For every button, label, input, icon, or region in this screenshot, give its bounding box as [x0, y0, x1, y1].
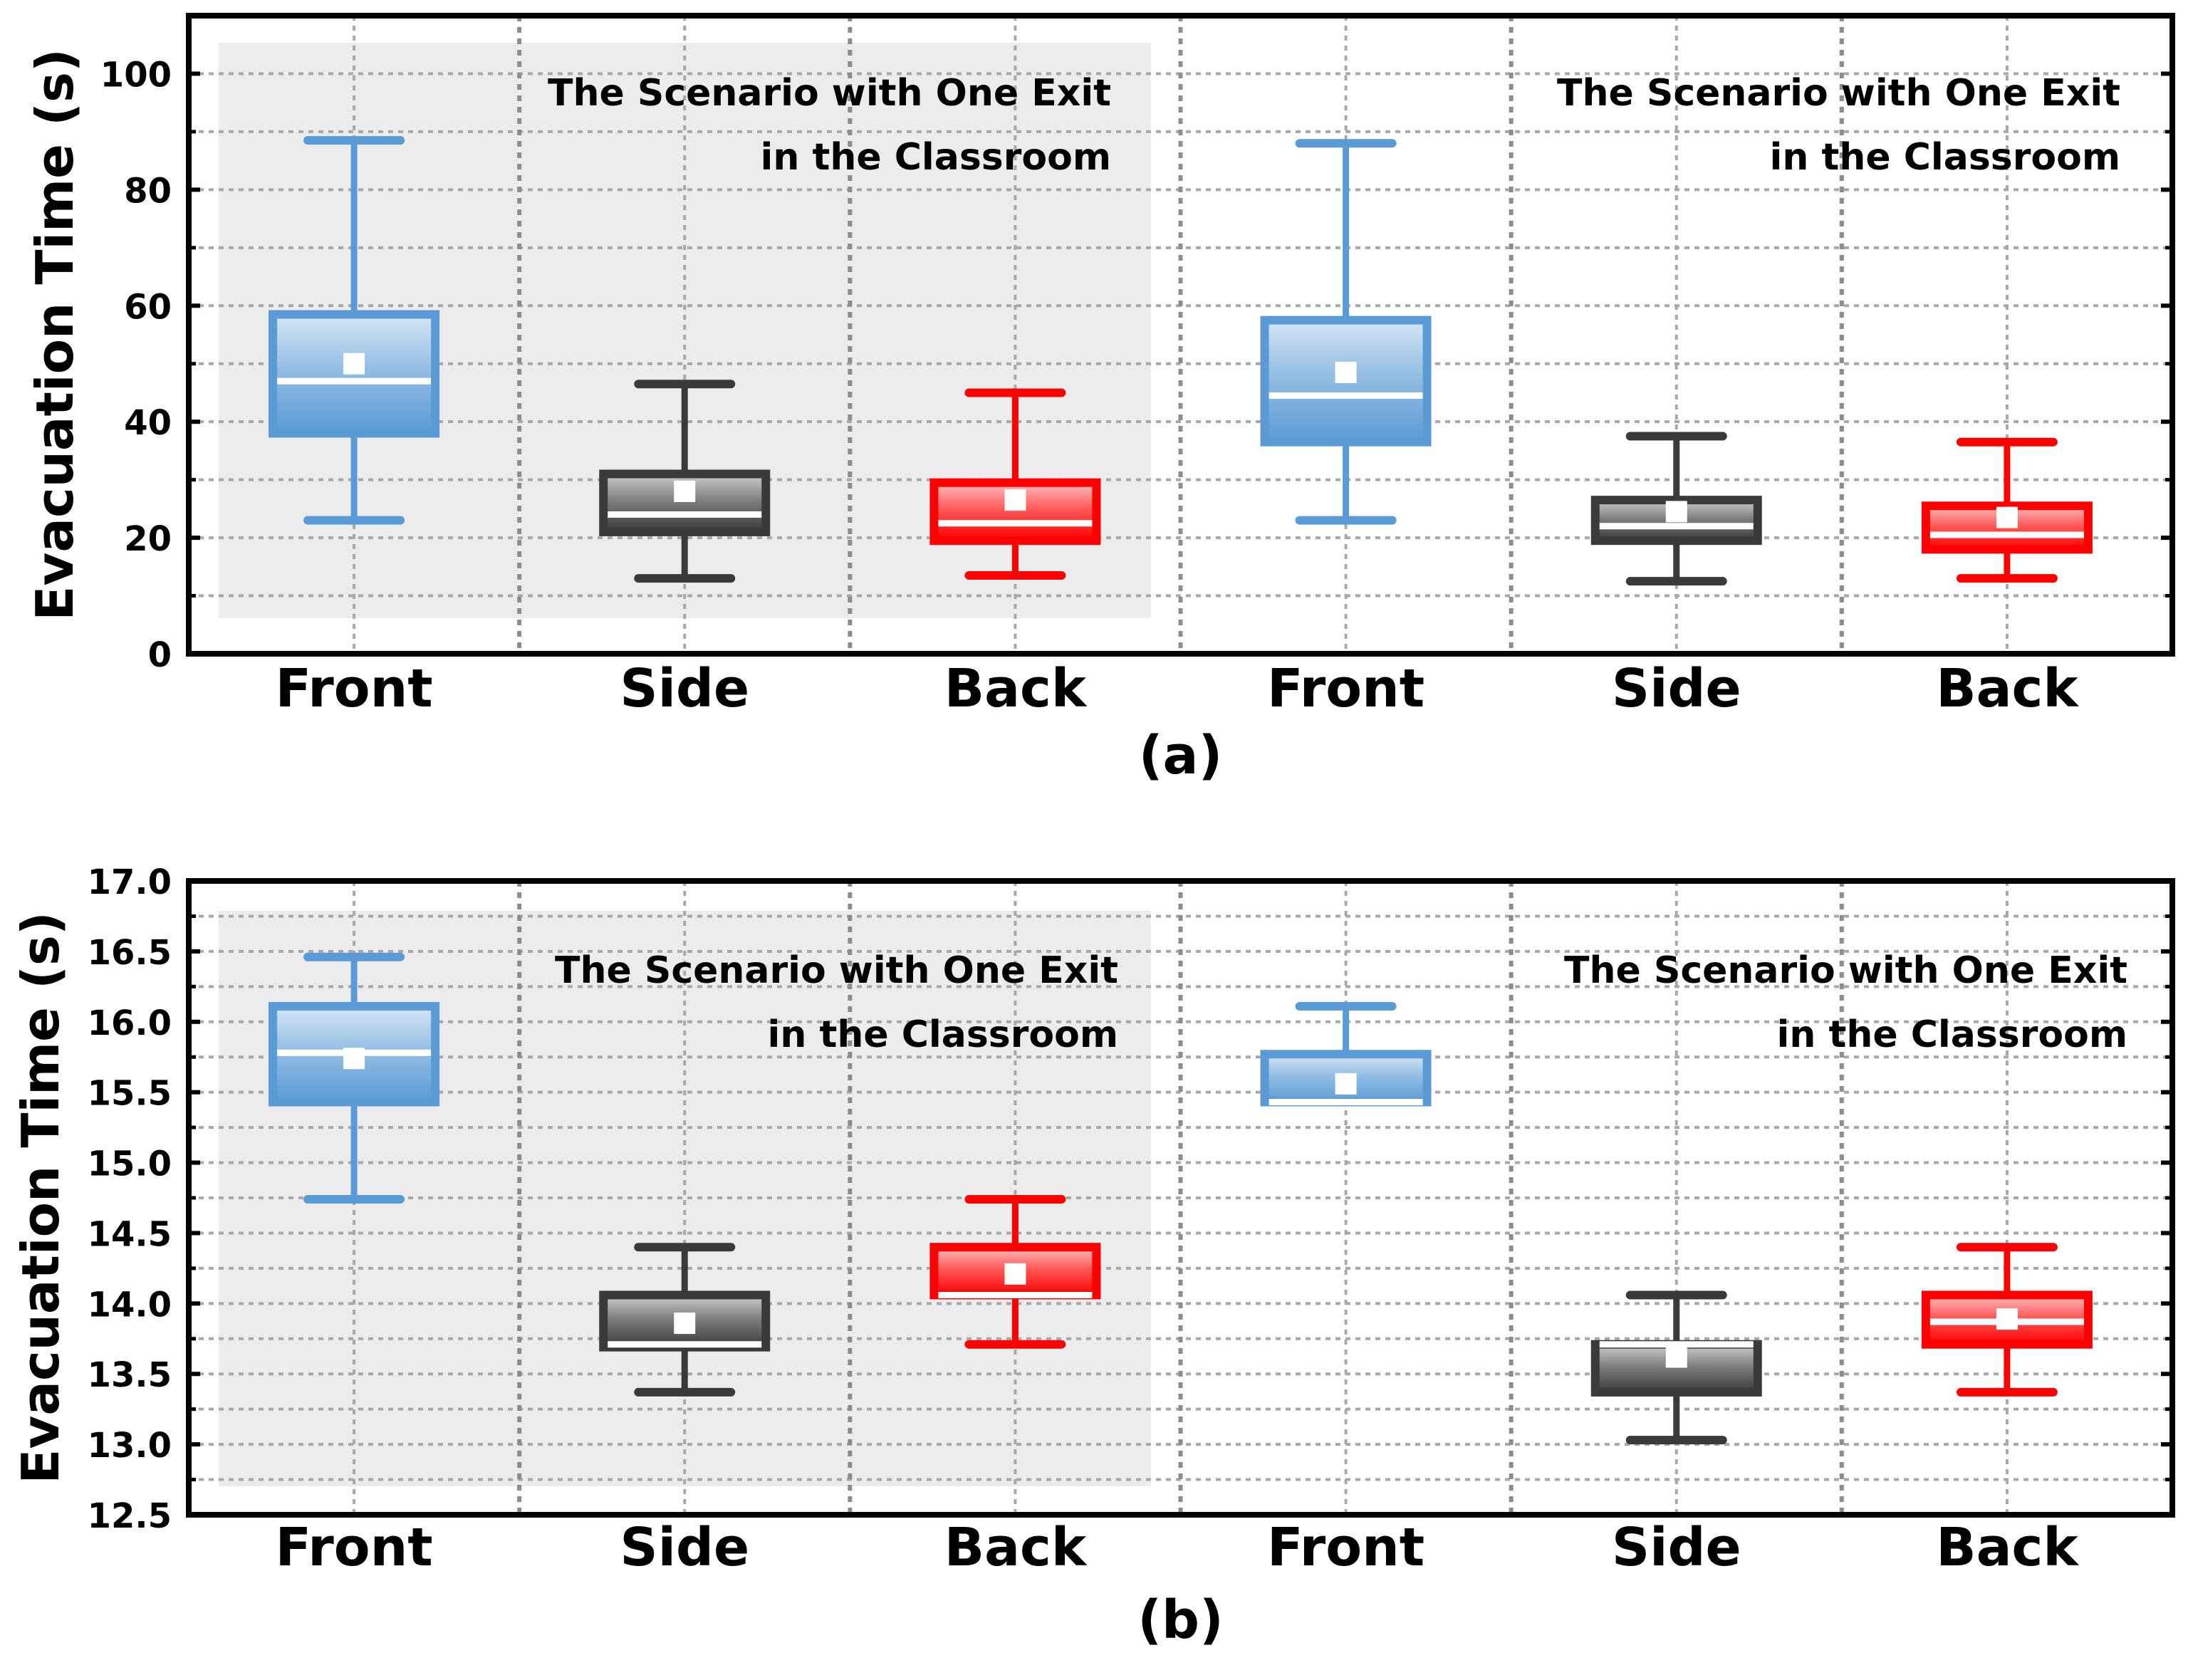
y-tick-label: 12.5	[88, 1496, 172, 1536]
x-tick-label: Back	[1936, 1517, 2079, 1578]
box-1	[599, 1243, 771, 1397]
mean-marker	[1665, 501, 1687, 523]
annotation-line: The Scenario with One Exit	[555, 949, 1118, 992]
y-tick-label: 14.5	[88, 1214, 172, 1254]
mean-marker	[1335, 361, 1357, 383]
y-tick-label: 60	[124, 287, 172, 327]
y-tick-label: 100	[100, 55, 172, 95]
plot-frame	[186, 13, 2175, 657]
box-2	[929, 388, 1101, 580]
x-tick-label: Side	[1612, 658, 1741, 719]
y-axis-label: Evacuation Time (s)	[11, 912, 71, 1484]
box-4	[1590, 1290, 1762, 1445]
mean-marker	[1665, 1346, 1687, 1368]
y-tick-label: 17.0	[88, 862, 172, 902]
y-tick-label: 15.5	[88, 1074, 172, 1114]
panel-label: (b)	[1137, 1590, 1224, 1651]
x-tick-label: Back	[944, 658, 1088, 719]
x-tick-label: Side	[620, 1517, 749, 1578]
box-5	[1921, 437, 2093, 583]
y-tick-label: 14.0	[88, 1285, 172, 1325]
x-tick-label: Front	[275, 1517, 432, 1578]
annotation-line: The Scenario with One Exit	[548, 72, 1111, 115]
y-axis-label: Evacuation Time (s)	[25, 48, 85, 621]
box-4	[1590, 432, 1762, 586]
mean-marker	[343, 353, 365, 375]
box-1	[599, 380, 771, 583]
y-tick-label: 15.0	[88, 1144, 172, 1184]
annotation-line: The Scenario with One Exit	[1564, 949, 2127, 992]
x-tick-label: Front	[1267, 1517, 1424, 1578]
box-2	[929, 1194, 1101, 1349]
box-3	[1260, 139, 1432, 525]
x-tick-label: Front	[1267, 658, 1424, 719]
mean-marker	[1996, 1308, 2018, 1330]
y-tick-label: 20	[124, 519, 172, 559]
y-tick-label: 16.5	[88, 933, 172, 973]
x-tick-label: Back	[1936, 658, 2079, 719]
x-tick-label: Back	[944, 1517, 1088, 1578]
mean-marker	[674, 480, 696, 502]
annotation-line: in the Classroom	[768, 1013, 1118, 1056]
panel-label: (a)	[1139, 725, 1223, 786]
x-tick-label: Side	[1612, 1517, 1741, 1578]
annotation-line: in the Classroom	[1770, 136, 2120, 179]
box-5	[1921, 1243, 2093, 1397]
y-tick-label: 80	[124, 171, 172, 211]
mean-marker	[1004, 1263, 1026, 1285]
panel-a: The Scenario with One Exit in the Classro…	[25, 13, 2175, 786]
box-body	[269, 310, 440, 438]
y-tick-label: 16.0	[88, 1003, 172, 1043]
y-tick-label: 13.5	[88, 1355, 172, 1395]
y-tick-label: 13.0	[88, 1426, 172, 1466]
box-3	[1260, 1002, 1432, 1107]
y-tick-label: 0	[148, 635, 172, 675]
mean-marker	[343, 1048, 365, 1070]
mean-marker	[674, 1313, 696, 1335]
mean-marker	[1996, 506, 2018, 528]
annotation-line: The Scenario with One Exit	[1557, 72, 2120, 115]
box-0	[269, 952, 440, 1204]
x-tick-label: Side	[620, 658, 749, 719]
mean-marker	[1004, 489, 1026, 511]
annotation-line: in the Classroom	[1777, 1013, 2127, 1056]
box-0	[269, 136, 440, 525]
panel-b: The Scenario with One Exit in the Classro…	[11, 862, 2175, 1651]
y-tick-label: 40	[124, 403, 172, 443]
mean-marker	[1335, 1073, 1357, 1095]
annotation-line: in the Classroom	[761, 136, 1111, 179]
x-tick-label: Front	[275, 658, 432, 719]
